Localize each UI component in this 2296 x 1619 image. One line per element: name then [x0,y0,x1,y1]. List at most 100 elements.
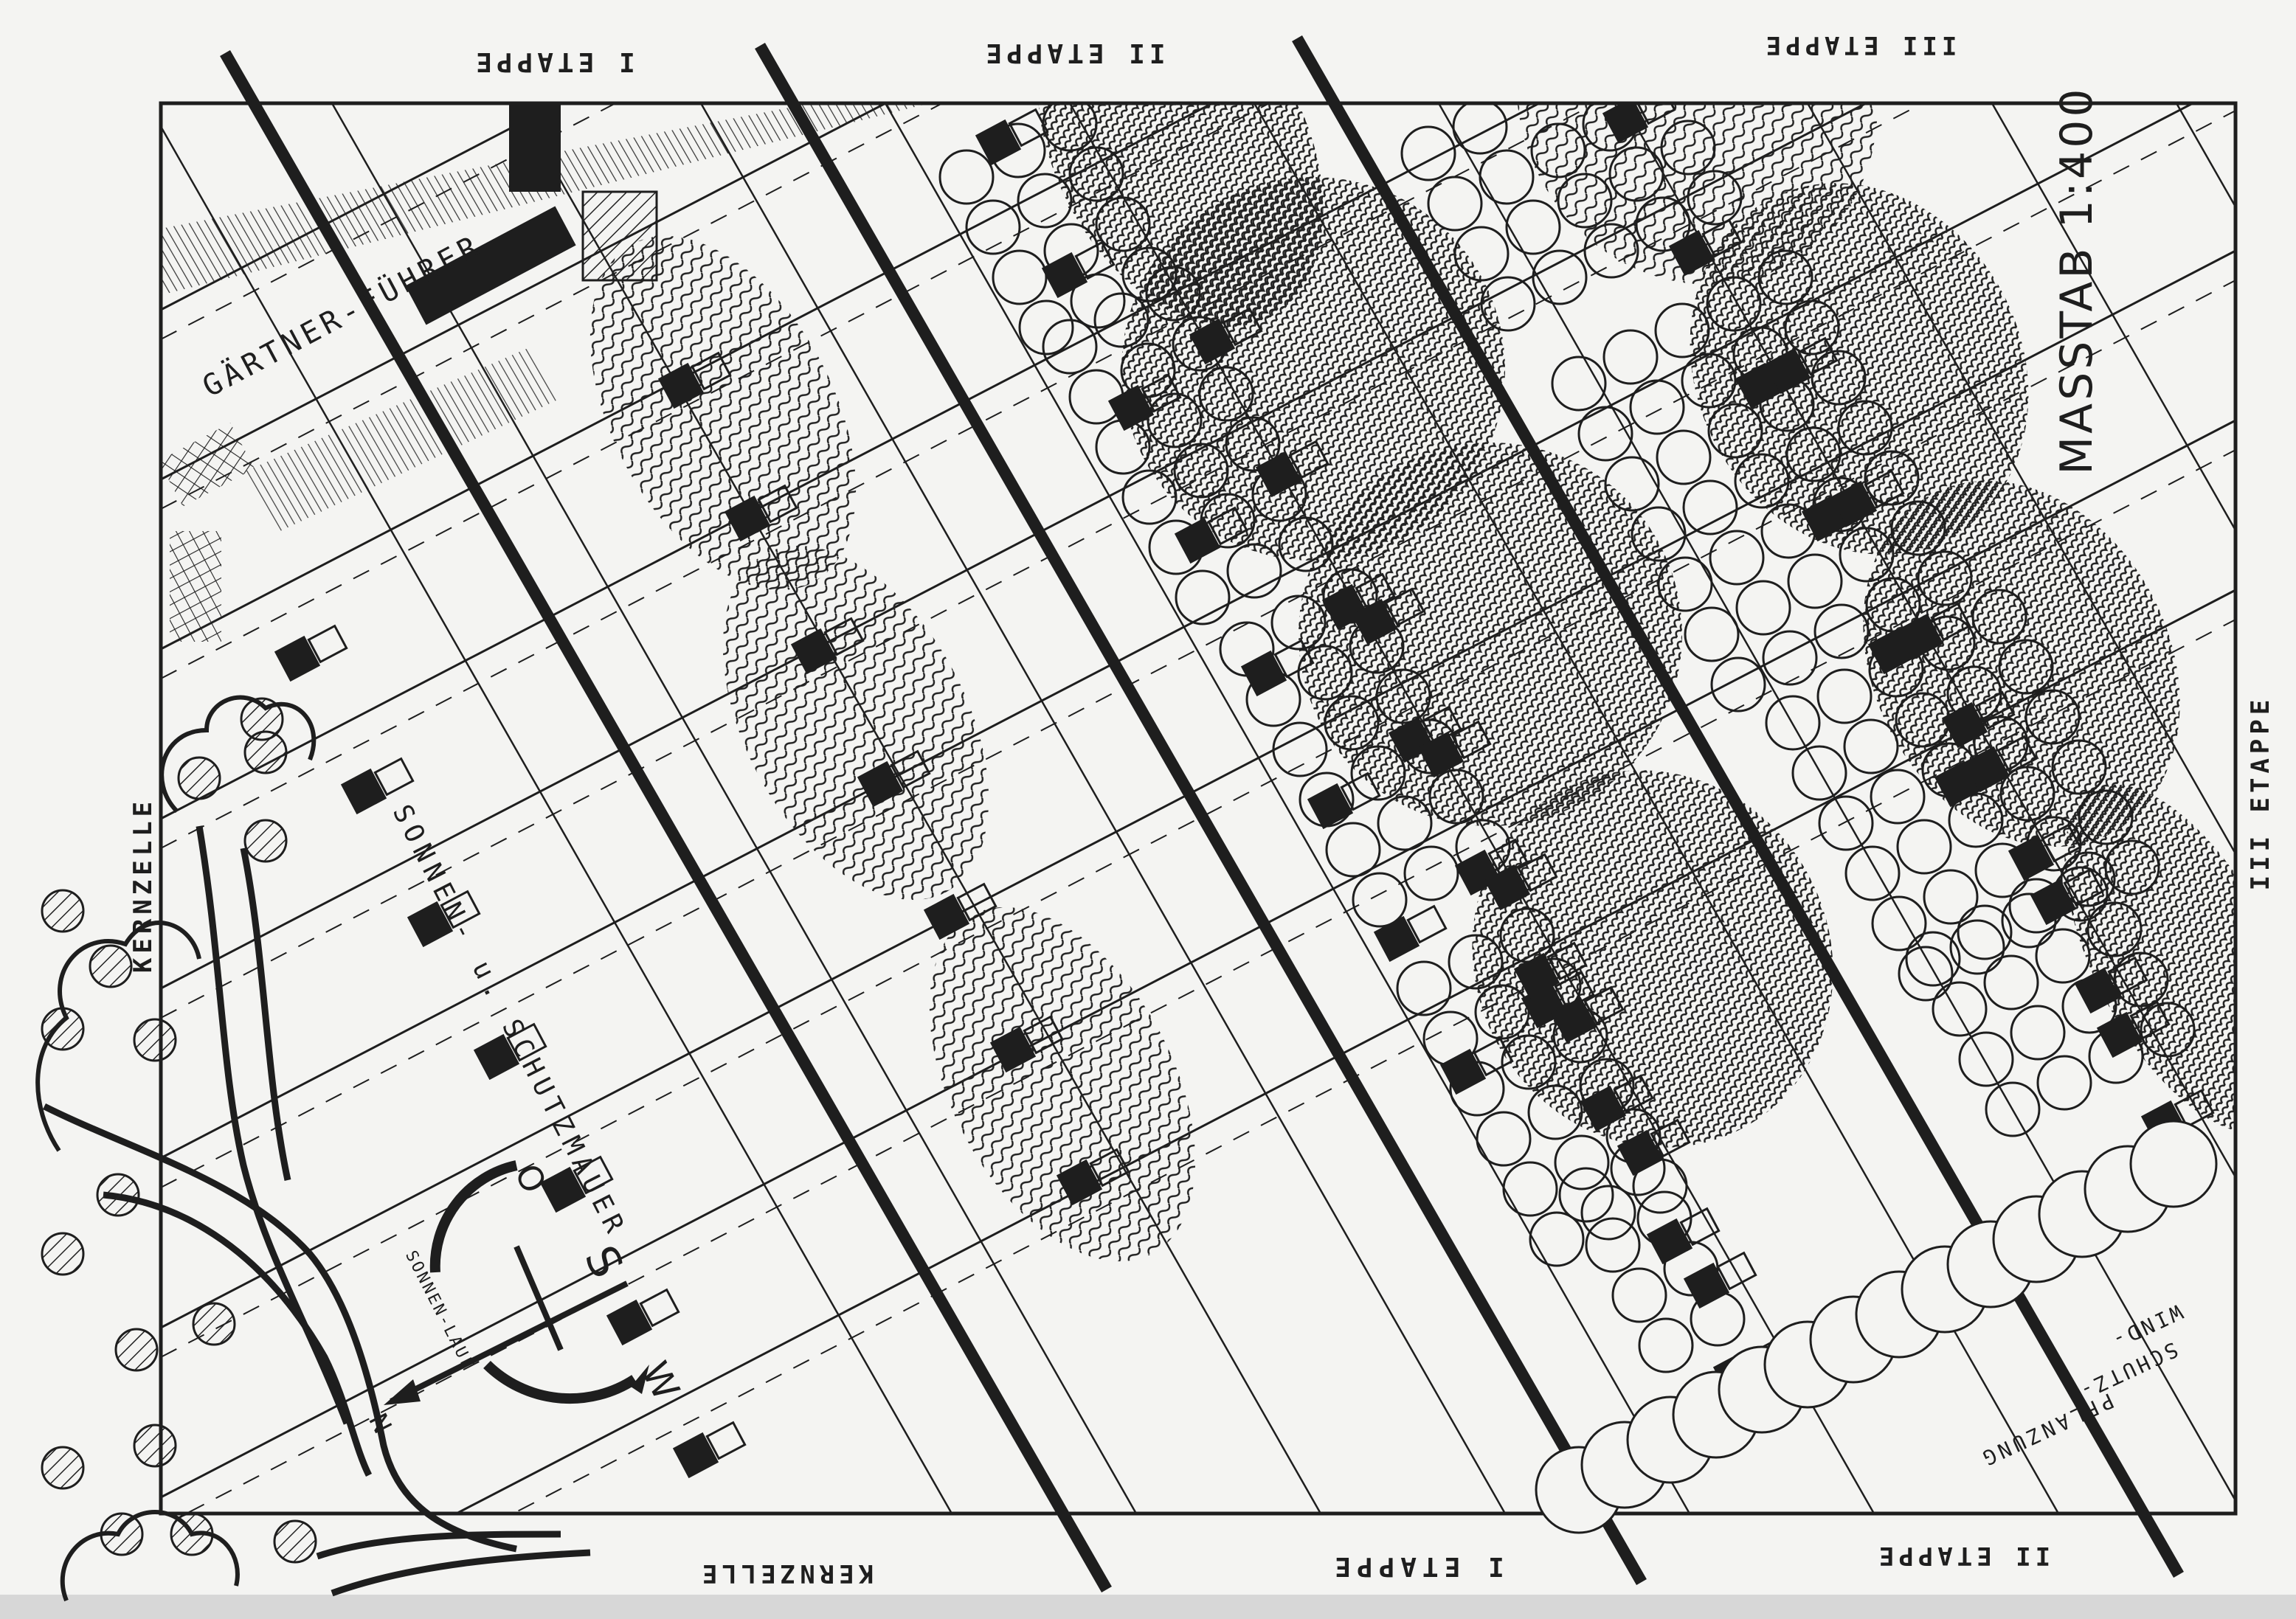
orchard-tree [1226,543,1282,599]
orchard-tree [1580,1185,1636,1241]
label-etappe-2-top: II ETAPPE [981,38,1165,68]
label-etappe-3-top: III ETAPPE [1762,30,1957,60]
orchard-tree [1818,795,1874,851]
orchard-tree [1173,443,1229,499]
house-annex [506,1022,547,1062]
house-block [1056,1159,1103,1206]
orchard-tree [1684,606,1740,662]
orchard-tree [938,149,995,205]
kernzelle-tree [35,695,591,1602]
orchard-tree [1765,695,1821,751]
house-block [2008,834,2055,881]
house-block [1616,1129,1664,1176]
kernzelle-tree-crown [192,1302,236,1346]
house-annex [1288,440,1329,479]
orchard-tree [1608,146,1664,202]
label-scale: MASSTAB 1:400 [2051,86,2103,474]
house-block [1867,628,1915,675]
orchard-tree [1352,872,1408,928]
planting-bed [1472,770,1833,1148]
orchard-tree [1403,845,1459,901]
house-annex [823,617,865,656]
orchard-tree [1120,342,1176,398]
orchard-tree [1018,299,1074,356]
orchard-tree [1427,176,1483,232]
orchard-tree [1324,695,1380,751]
house-annex [757,484,798,524]
greenhouse [170,531,221,642]
planting-bed [2064,784,2236,1134]
orchard-tree [1709,530,1765,586]
house-annex [1074,240,1116,280]
label-etappe-1-top: I ETAPPE [471,46,634,77]
planting-bed [1690,183,2029,555]
house-annex [1679,1207,1721,1247]
house-annex [1996,735,2038,774]
orchard-tree [1682,479,1738,535]
orchard-tree [1527,1084,1583,1140]
kernzelle-tree-crown [41,1446,85,1490]
house-block [1764,347,1811,395]
orchard-tree [1225,416,1281,472]
orchard-tree [2010,1005,2066,1061]
house-block [2030,878,2077,926]
house-annex [691,351,732,391]
orchard-tree [1068,146,1124,202]
planting-bed [589,235,857,591]
plan-contents [161,103,2236,1514]
house-block [1041,252,1088,299]
house-block [672,1432,719,1479]
orchard-tree [1999,766,2055,822]
label-etappe-1-bottom: I ETAPPE [1329,1551,1504,1581]
orchard-tree [1278,516,1334,572]
path-line [884,103,1691,1514]
orchard-tree [2078,789,2134,845]
orchard-tree [1871,895,1927,951]
orchard-tree [1837,400,1893,456]
orchard-tree [1121,469,1178,525]
stage-line-3 [1292,35,2184,1578]
house-annex [1406,904,1448,944]
house-block [473,1033,520,1081]
orchard-tree [1948,792,2004,848]
orchard-tree [1476,1111,1532,1167]
house-block [1683,1262,1730,1309]
house-block [989,1026,1037,1073]
orchard-tree [1905,931,1961,987]
orchard-tree [1554,1134,1610,1190]
orchard-tree [1638,1317,1694,1373]
west-arrow-icon [631,1365,649,1394]
house-block [1240,650,1287,697]
house-annex [1141,373,1182,413]
orchard-tree [2036,1055,2092,1111]
orchard-tree [1017,173,1073,229]
house-annex [1450,720,1492,760]
house-annex [1716,1251,1757,1291]
path-line [161,125,953,1514]
house-annex [2129,1000,2171,1040]
scan-shadow [0,1595,2296,1619]
house-block [1668,229,1715,277]
orchard-tree [1175,569,1231,625]
orchard-tree [1396,960,1452,1016]
house-block [1934,760,1981,808]
house-annex [1222,307,1263,347]
orchard-tree [1453,226,1510,282]
orchard-tree [1958,1031,2014,1087]
orchard-tree [2140,1002,2196,1058]
house-annex [373,757,415,797]
orchard-tree [1502,1161,1558,1217]
orchard-tree [1917,550,1973,606]
gardener-building [405,103,658,325]
orchard-tree [1656,429,1712,485]
orchard-tree [1198,366,1254,422]
house-block [1307,783,1354,830]
path-line [331,103,1138,1514]
orchard-tree [1706,276,1762,332]
kernzelle-tree-crown [41,889,85,933]
compass-rose [384,1160,649,1405]
house-annex [1089,1148,1130,1188]
house-block [1439,1048,1487,1095]
orchard-tree [1923,869,1979,925]
sun-arc-west [483,1361,637,1404]
